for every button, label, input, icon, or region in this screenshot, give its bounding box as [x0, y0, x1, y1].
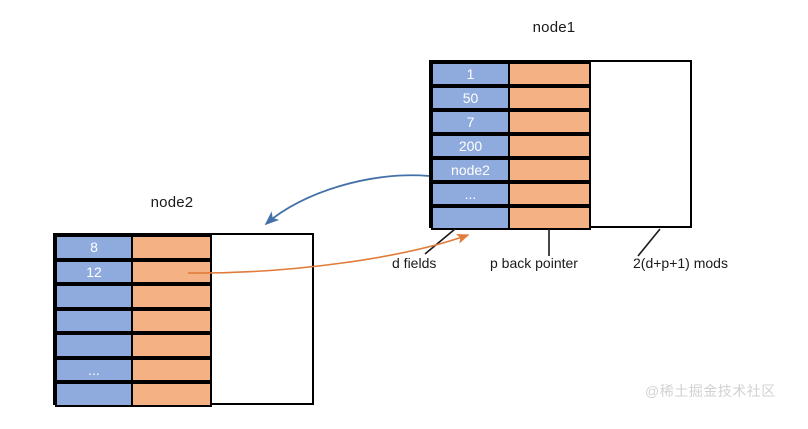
node1-row: [431, 206, 591, 230]
node2-row: [55, 382, 212, 407]
node2-pointer-cell: [133, 382, 212, 407]
node1-key-cell: [431, 206, 510, 230]
node2-key-cell: ...: [55, 357, 133, 382]
node2-row: 12: [55, 259, 212, 284]
node1-row: 7: [431, 110, 591, 134]
node1-pointer-cell: [510, 62, 591, 86]
node1-pointer-cell: [510, 110, 591, 134]
node1-pointer-cell: [510, 134, 591, 158]
node1-pointer-cell: [510, 206, 591, 230]
node1-row: 50: [431, 86, 591, 110]
node2-pointer-cell: [133, 308, 212, 333]
node1-key-cell: 1: [431, 62, 510, 86]
node2-pointer-cell: [133, 284, 212, 309]
node2-pointer-cell: [133, 333, 212, 358]
node1-pointer-cell: [510, 182, 591, 206]
node1-row: 1: [431, 62, 591, 86]
node1-pointer-cell: [510, 86, 591, 110]
node1-key-cell: 50: [431, 86, 510, 110]
node1-row: 200: [431, 134, 591, 158]
node2-key-cell: [55, 284, 133, 309]
node2-title: node2: [150, 194, 194, 211]
node1-row: ...: [431, 182, 591, 206]
node2-key-cell: [55, 382, 133, 407]
node2-pointer-cell: [133, 357, 212, 382]
node2-pointer-cell: [133, 235, 212, 260]
leader-line-mods: [637, 228, 661, 257]
node2-row: [55, 308, 212, 333]
node2-key-cell: [55, 308, 133, 333]
node2-row: [55, 284, 212, 309]
label-mods: 2(d+p+1) mods: [633, 255, 728, 271]
label-p-back-pointer: p back pointer: [490, 255, 578, 271]
node1-title: node1: [532, 19, 576, 36]
node1-row: node2: [431, 158, 591, 182]
forward-pointer-arrow: [264, 174, 430, 226]
node2-row: [55, 333, 212, 358]
node1-pointer-cell: [510, 158, 591, 182]
node2-key-cell: 12: [55, 259, 133, 284]
site-watermark: @稀土掘金技术社区: [645, 383, 776, 399]
node1-key-cell: ...: [431, 182, 510, 206]
node2-row: 8: [55, 235, 212, 260]
node2-pointer-cell: [133, 259, 212, 284]
node2-row: ...: [55, 357, 212, 382]
node2-key-cell: 8: [55, 235, 133, 260]
node1-key-cell: node2: [431, 158, 510, 182]
label-d-fields: d fields: [392, 255, 437, 271]
node1-key-cell: 200: [431, 134, 510, 158]
node1-key-cell: 7: [431, 110, 510, 134]
node2-key-cell: [55, 333, 133, 358]
leader-line-d-fields: [424, 228, 456, 255]
